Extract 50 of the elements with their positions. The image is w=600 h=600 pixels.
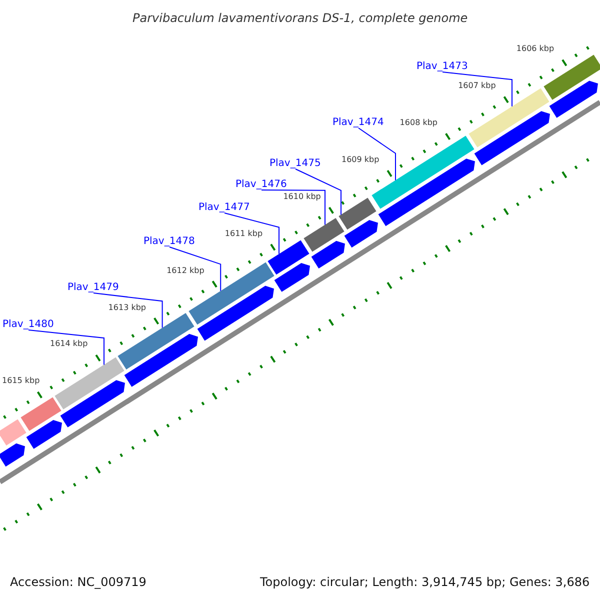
gene-label: Plav_1480 [2, 318, 54, 330]
cds-block [60, 380, 125, 428]
gene-bar [304, 218, 344, 252]
gene-label: Plav_1476 [236, 178, 287, 190]
cds-block [0, 443, 25, 467]
gene-bar [468, 88, 550, 148]
tick-label: 1606 kbp [516, 45, 554, 54]
gene-label: Plav_1473 [416, 60, 468, 72]
gene-bar [268, 240, 310, 275]
gene-label: Plav_1474 [332, 116, 384, 128]
tick-label: 1615 kbp [2, 377, 40, 386]
leader-line [358, 128, 396, 181]
cds-block [474, 111, 550, 166]
genome-summary: Topology: circular; Length: 3,914,745 bp; Genes: 3,686 [260, 576, 590, 589]
cds-block [378, 158, 475, 226]
tick-label: 1610 kbp [283, 192, 321, 202]
gene-bar [188, 262, 274, 325]
leader-line [261, 190, 326, 226]
gene-bar [54, 357, 124, 410]
cds-block [311, 240, 345, 268]
tick-label: 1611 kbp [224, 230, 263, 239]
leader-line [28, 330, 104, 366]
gene-label: Plav_1475 [270, 158, 321, 168]
tick-label: 1607 kbp [458, 82, 496, 91]
leader-line [169, 246, 222, 292]
gene-bar [0, 419, 26, 446]
cds-block [549, 80, 598, 118]
accession-text: Accession: NC_009719 [10, 576, 146, 589]
gene-label: Plav_1478 [144, 236, 195, 246]
cds-block [124, 334, 198, 387]
tick-label: 1612 kbp [166, 266, 204, 276]
gene-bar [544, 54, 600, 100]
gene-bar [20, 397, 62, 431]
cds-block [274, 263, 310, 292]
leader-line [224, 212, 280, 254]
tick-label: 1609 kbp [342, 156, 380, 165]
leader-line [295, 168, 342, 216]
gene-label: Plav_1477 [198, 202, 250, 212]
leader-line [442, 72, 512, 107]
gene-label: Plav_1479 [68, 282, 119, 292]
cds-block [26, 420, 62, 449]
leader-line [93, 292, 163, 328]
cds-block [344, 220, 378, 248]
tick-label: 1614 kbp [50, 340, 88, 350]
gene-bar [338, 198, 376, 230]
tick-label: 1608 kbp [400, 119, 438, 128]
gene-bar [118, 313, 194, 370]
cds-block [197, 286, 274, 341]
title: Parvibaculum lavamentivorans DS-1, complete genome [132, 12, 468, 25]
tick-label: 1613 kbp [108, 304, 146, 312]
